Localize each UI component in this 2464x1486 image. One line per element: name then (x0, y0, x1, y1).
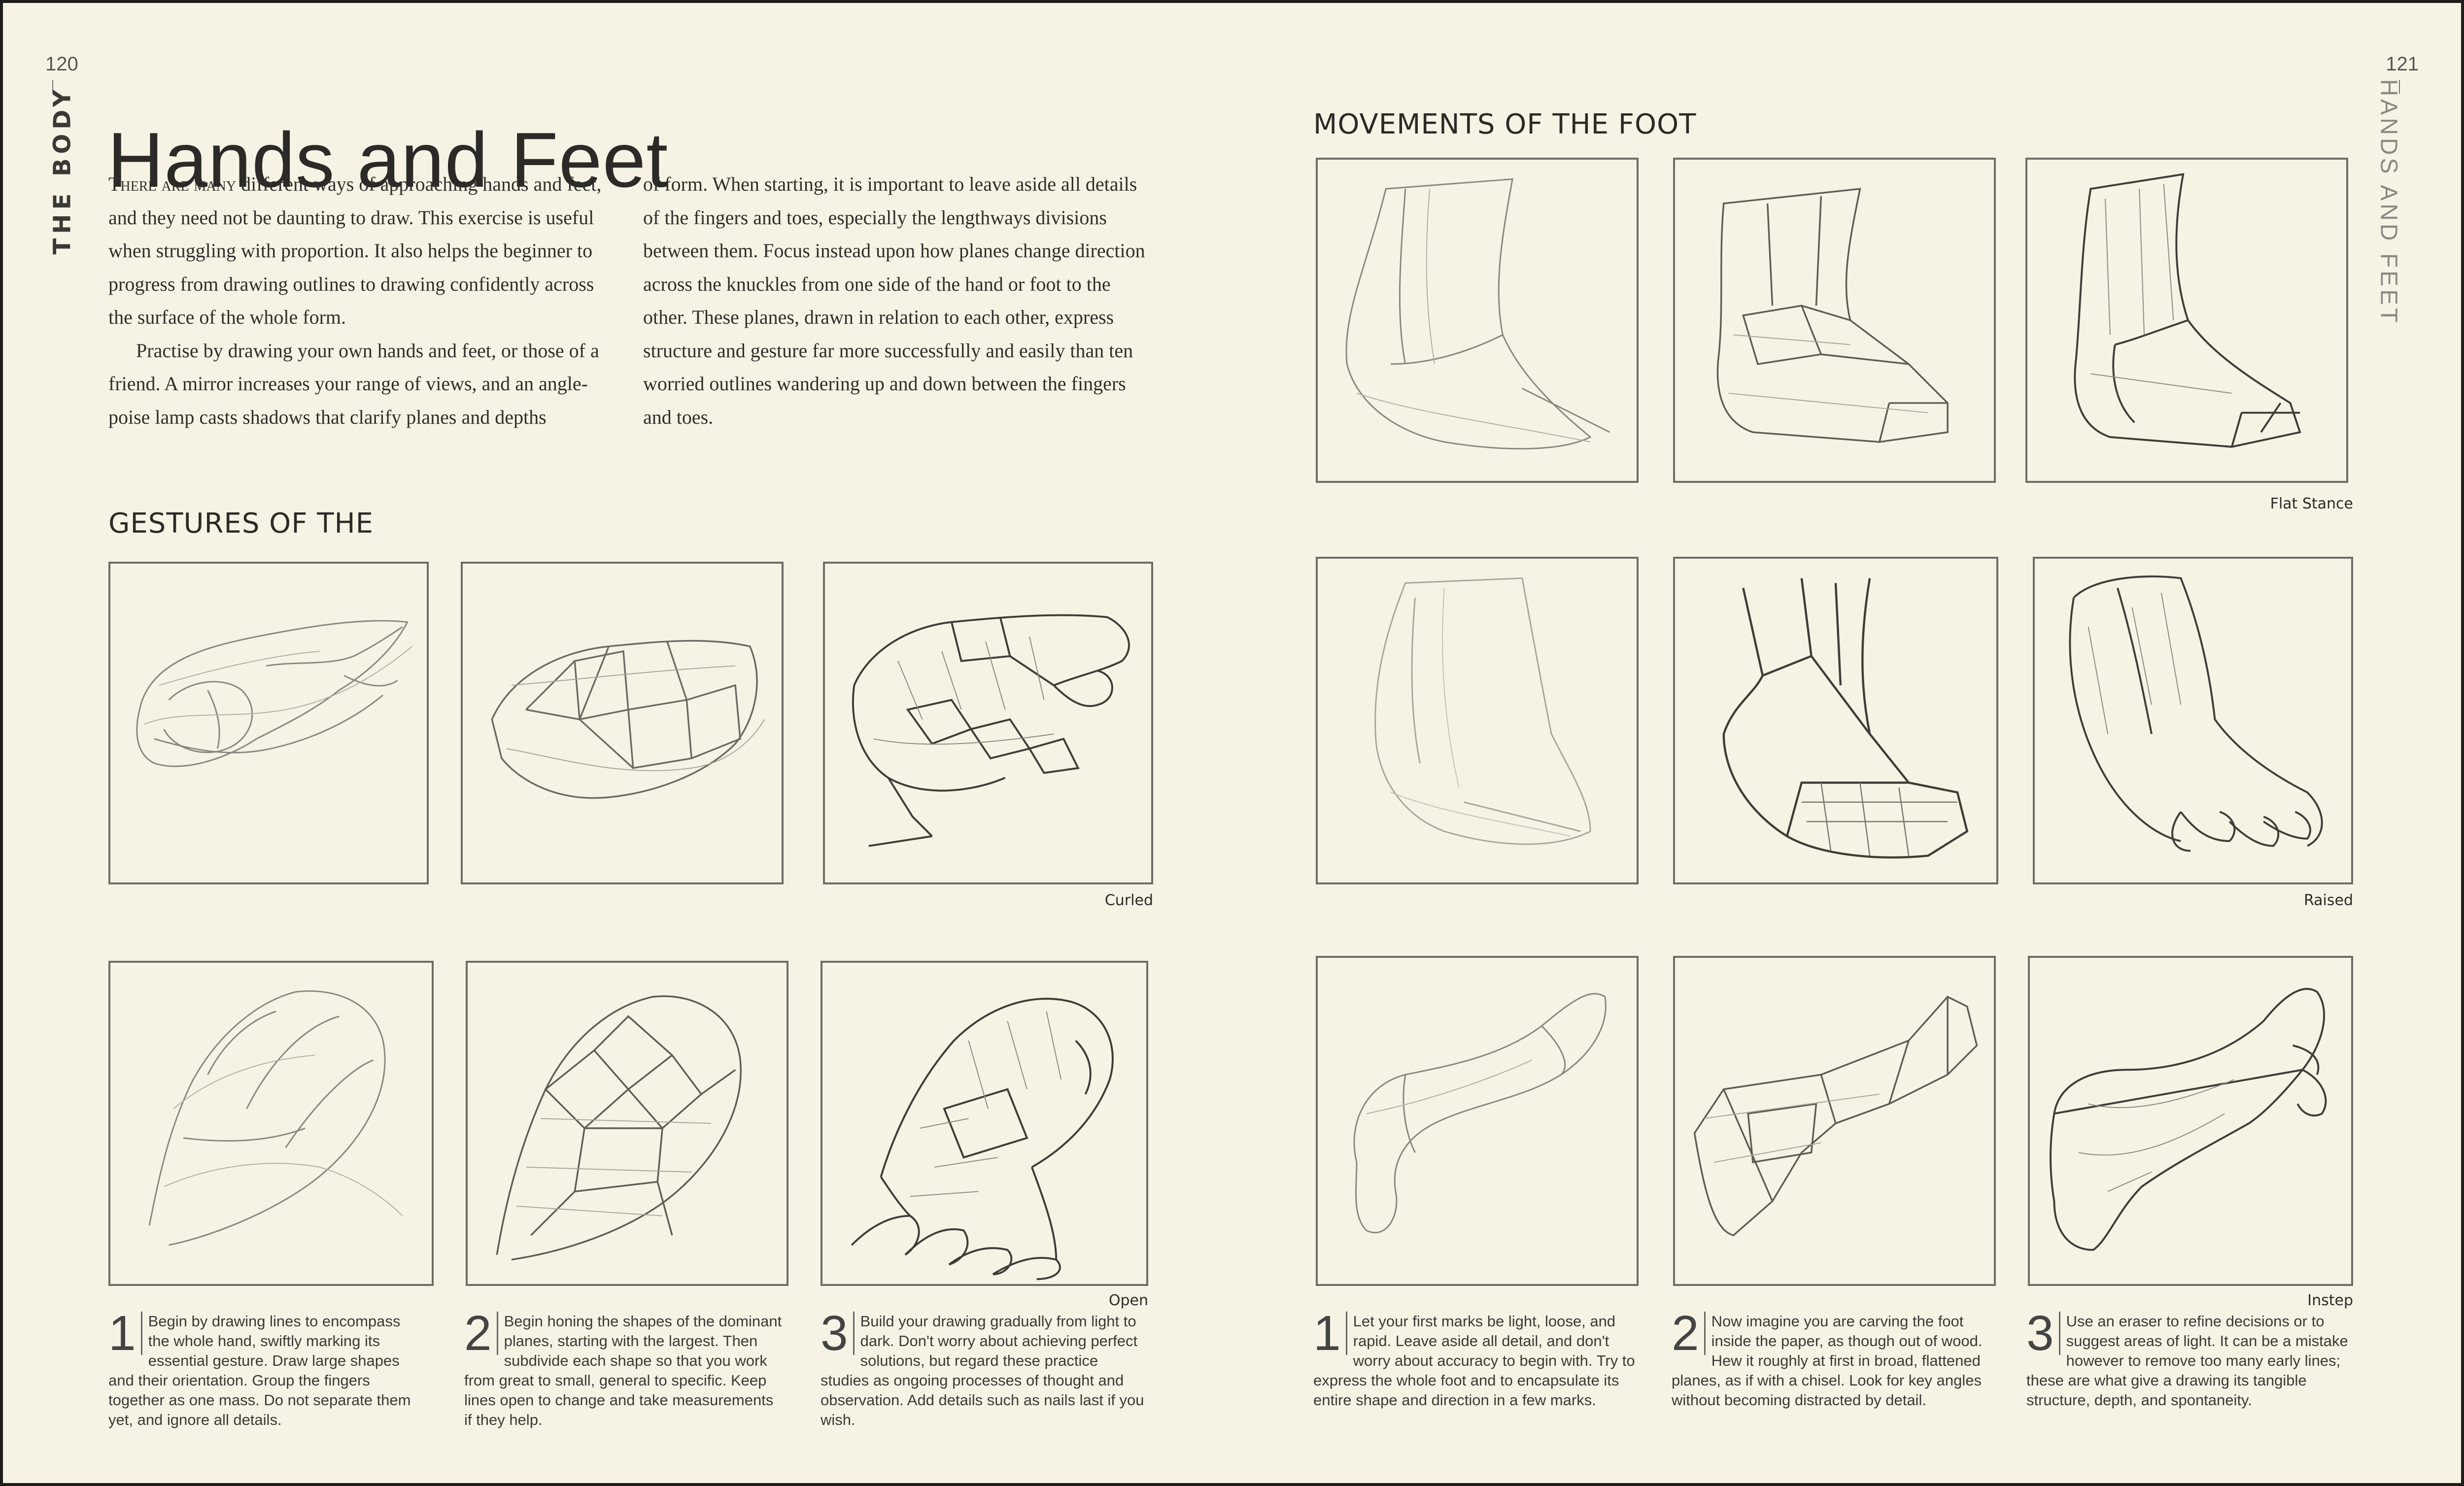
body-column-1: There are many different ways of approac… (108, 168, 621, 434)
body-column-2: of form. When starting, it is important … (643, 168, 1156, 434)
intro-text: different ways of approaching hands and … (108, 173, 602, 328)
page-number-left: 120 (45, 53, 78, 75)
hand-step-2-text: Begin honing the shapes of the dominant … (464, 1313, 782, 1428)
foot-sketch-instep-step-2 (1673, 956, 1996, 1286)
foot-sketch-instep-step-3 (2028, 956, 2353, 1286)
practise-paragraph: Practise by drawing your own hands and f… (108, 339, 599, 428)
foot-instep-finished-sketch (2050, 988, 2327, 1251)
foot-sketch-instep-step-1 (1316, 956, 1639, 1286)
hand-step-3: 3 Build your drawing gradually from ligh… (821, 1309, 1146, 1430)
hand-open-rough-sketch (148, 990, 403, 1246)
hand-sketch-open-step-1 (108, 961, 434, 1286)
hand-step-2: 2 Begin honing the shapes of the dominan… (464, 1309, 785, 1430)
foot-step-3: 3 Use an eraser to refine decisions or t… (2026, 1309, 2354, 1410)
foot-step-3-number: 3 (2026, 1309, 2060, 1358)
hand-step-1-number: 1 (108, 1309, 142, 1358)
foot-sketch-raised-step-3 (2033, 557, 2353, 884)
hand-sketch-open-step-3 (821, 961, 1148, 1286)
caption-curled: Curled (1104, 892, 1153, 909)
foot-flat-rough-sketch (1345, 178, 1610, 450)
form-paragraph: of form. When starting, it is important … (643, 173, 1145, 428)
foot-step-1: 1 Let your first marks be light, loose, … (1313, 1309, 1643, 1410)
caption-flat-stance: Flat Stance (2270, 495, 2353, 512)
hand-sketch-open-step-2 (466, 961, 788, 1286)
section-label-left-text: THE BODY (48, 85, 76, 255)
foot-sketch-flat-step-3 (2025, 158, 2348, 483)
hand-step-3-number: 3 (821, 1309, 855, 1358)
intro-smallcaps: There are many (108, 173, 237, 195)
intro-paragraph: There are many different ways of approac… (108, 168, 621, 334)
foot-sketch-flat-step-1 (1316, 158, 1639, 483)
page-number-rule-right (2399, 80, 2400, 94)
hand-sketch-curled-step-2 (461, 562, 784, 884)
hand-curled-planes-sketch (491, 640, 765, 799)
hand-step-2-number: 2 (464, 1309, 498, 1358)
foot-instep-rough-sketch (1353, 993, 1607, 1234)
foot-sketch-raised-step-1 (1316, 557, 1639, 884)
hand-step-3-text: Build your drawing gradually from light … (821, 1313, 1144, 1428)
caption-instep: Instep (2307, 1292, 2353, 1309)
section-label-right: HANDS AND FEET (2357, 79, 2421, 325)
foot-instep-planes-sketch (1693, 995, 1978, 1237)
section-label-right-text: HANDS AND FEET (2375, 78, 2402, 326)
foot-step-1-number: 1 (1313, 1309, 1347, 1358)
foot-step-3-text: Use an eraser to refine decisions or to … (2026, 1313, 2348, 1409)
foot-flat-planes-sketch (1716, 188, 1949, 443)
foot-step-2-number: 2 (1672, 1309, 1706, 1358)
foot-step-2-text: Now imagine you are carving the foot ins… (1672, 1313, 1983, 1409)
foot-sketch-raised-step-2 (1673, 557, 1998, 884)
foot-raised-planes-sketch (1722, 578, 1969, 859)
foot-step-1-text: Let your first marks be light, loose, an… (1313, 1313, 1635, 1409)
section-label-left: THE BODY (33, 86, 92, 255)
foot-raised-rough-sketch (1374, 577, 1591, 845)
caption-raised: Raised (2303, 892, 2353, 909)
foot-section-heading: MOVEMENTS OF THE FOOT (1313, 108, 1697, 140)
page-title: Hands and Feet (107, 116, 669, 203)
page-number-right: 121 (2386, 53, 2419, 75)
hand-open-finished-sketch (851, 998, 1114, 1281)
foot-step-2: 2 Now imagine you are carving the foot i… (1672, 1309, 1997, 1410)
page-number-rule-left (52, 80, 53, 94)
hand-curled-finished-sketch (852, 614, 1130, 847)
hand-open-planes-sketch (496, 995, 742, 1261)
hand-step-1-text: Begin by drawing lines to encompass the … (108, 1313, 411, 1428)
hand-curled-rough-sketch (136, 620, 413, 767)
caption-open: Open (1108, 1292, 1148, 1309)
hand-step-1: 1 Begin by drawing lines to encompass th… (108, 1309, 424, 1430)
foot-flat-finished-sketch (2074, 173, 2301, 448)
foot-sketch-flat-step-2 (1673, 158, 1996, 483)
hand-section-heading: GESTURES OF THE (108, 507, 374, 540)
hand-sketch-curled-step-1 (108, 562, 429, 884)
hand-sketch-curled-step-3 (823, 562, 1153, 884)
foot-raised-finished-sketch (2069, 575, 2323, 852)
